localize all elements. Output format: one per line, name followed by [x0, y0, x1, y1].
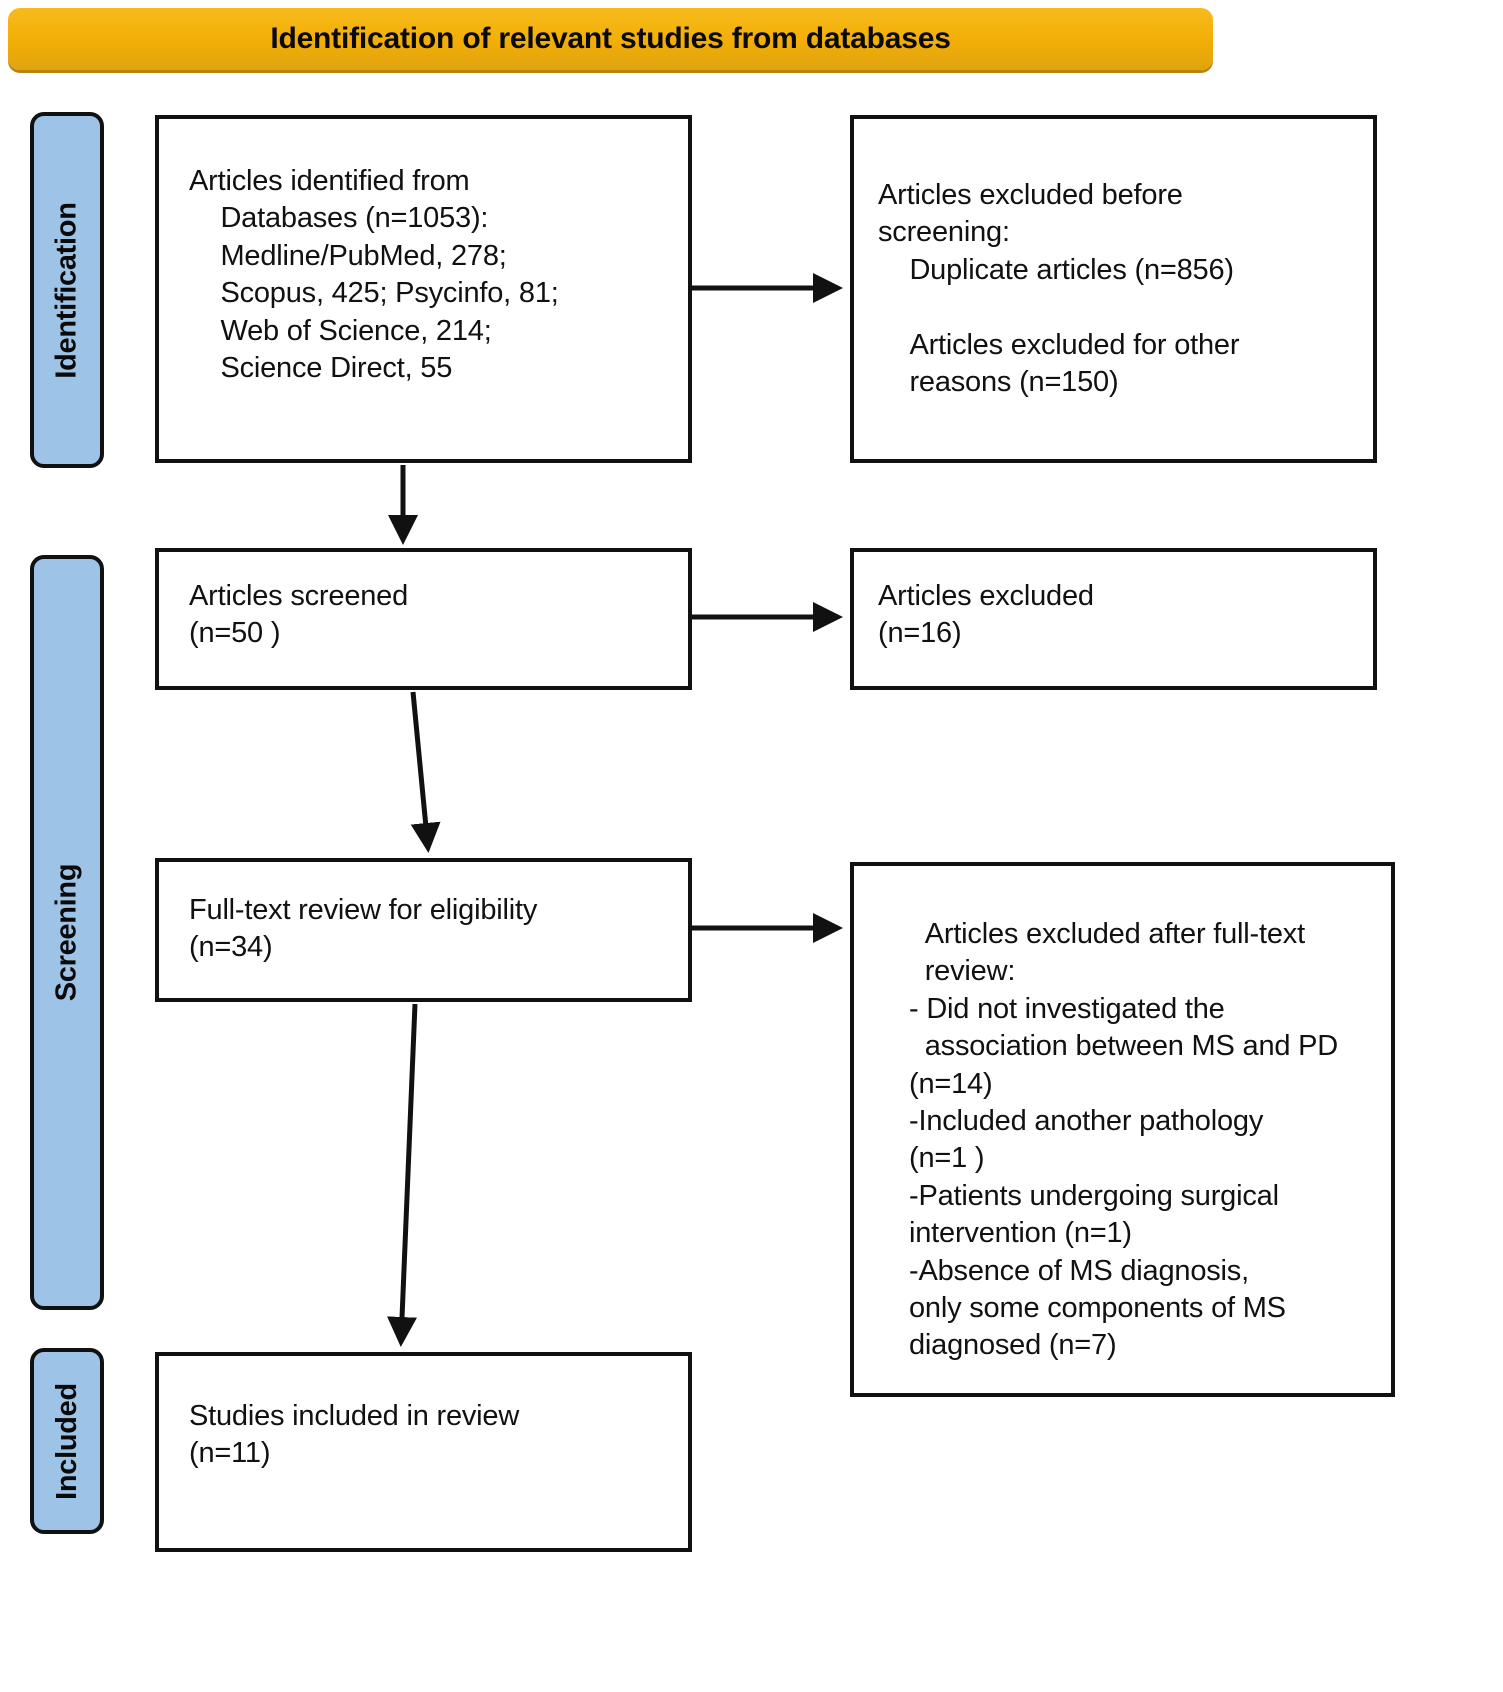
box-articles-identified-text: Articles identified from Databases (n=10…	[189, 165, 559, 385]
box-articles-excluded-after-fulltext: Articles excluded after full-text review…	[850, 862, 1395, 1397]
diagram-title: Identification of relevant studies from …	[270, 22, 951, 55]
stage-label-screening: Screening	[30, 555, 104, 1310]
arrow-fulltext-to-included	[387, 1003, 418, 1347]
box-studies-included: Studies included in review (n=11)	[155, 1352, 692, 1552]
box-articles-excluded-screening: Articles excluded (n=16)	[850, 548, 1377, 690]
stage-label-identification: Identification	[30, 112, 104, 468]
box-fulltext-review-text: Full-text review for eligibility (n=34)	[189, 894, 538, 964]
box-studies-included-text: Studies included in review (n=11)	[189, 1400, 520, 1470]
box-articles-screened-text: Articles screened (n=50 )	[189, 580, 409, 650]
box-articles-excluded-before-screening-text: Articles excluded before screening: Dupl…	[878, 179, 1240, 399]
box-articles-excluded-before-screening: Articles excluded before screening: Dupl…	[850, 115, 1377, 463]
stage-label-screening-text: Screening	[50, 863, 83, 1002]
arrow-screened-to-fulltext	[410, 691, 441, 853]
box-articles-screened: Articles screened (n=50 )	[155, 548, 692, 690]
stage-label-included: Included	[30, 1348, 104, 1534]
box-articles-excluded-screening-text: Articles excluded (n=16)	[878, 580, 1094, 650]
box-articles-excluded-after-fulltext-text: Articles excluded after full-text review…	[909, 918, 1339, 1362]
box-articles-identified: Articles identified from Databases (n=10…	[155, 115, 692, 463]
stage-label-identification-text: Identification	[50, 201, 83, 379]
diagram-header-banner: Identification of relevant studies from …	[8, 8, 1213, 70]
stage-label-included-text: Included	[50, 1382, 83, 1500]
box-fulltext-review: Full-text review for eligibility (n=34)	[155, 858, 692, 1002]
